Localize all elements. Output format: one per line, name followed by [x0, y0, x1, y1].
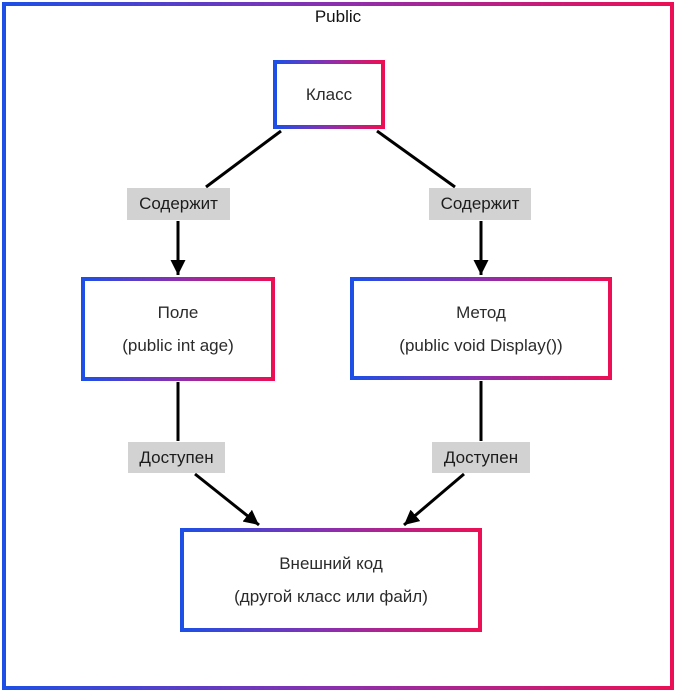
field-node: Поле (public int age)	[81, 277, 275, 381]
method-node: Метод (public void Display())	[350, 277, 612, 380]
contains-label-right: Содержит	[429, 188, 531, 220]
class-node: Класс	[273, 60, 385, 129]
method-node-subtitle: (public void Display())	[399, 335, 563, 355]
external-code-node-title: Внешний код	[279, 554, 383, 573]
accessible-label-left: Доступен	[128, 442, 225, 473]
external-code-node: Внешний код (другой класс или файл)	[180, 528, 482, 632]
external-code-node-subtitle: (другой класс или файл)	[234, 587, 428, 606]
class-node-title: Класс	[305, 85, 353, 104]
contains-label-left: Содержит	[127, 188, 230, 220]
field-node-subtitle: (public int age)	[122, 336, 234, 355]
field-node-title: Поле	[157, 303, 199, 322]
frame-title: Public	[314, 7, 362, 26]
method-node-title: Метод	[456, 302, 506, 322]
accessible-label-right: Доступен	[432, 442, 530, 473]
